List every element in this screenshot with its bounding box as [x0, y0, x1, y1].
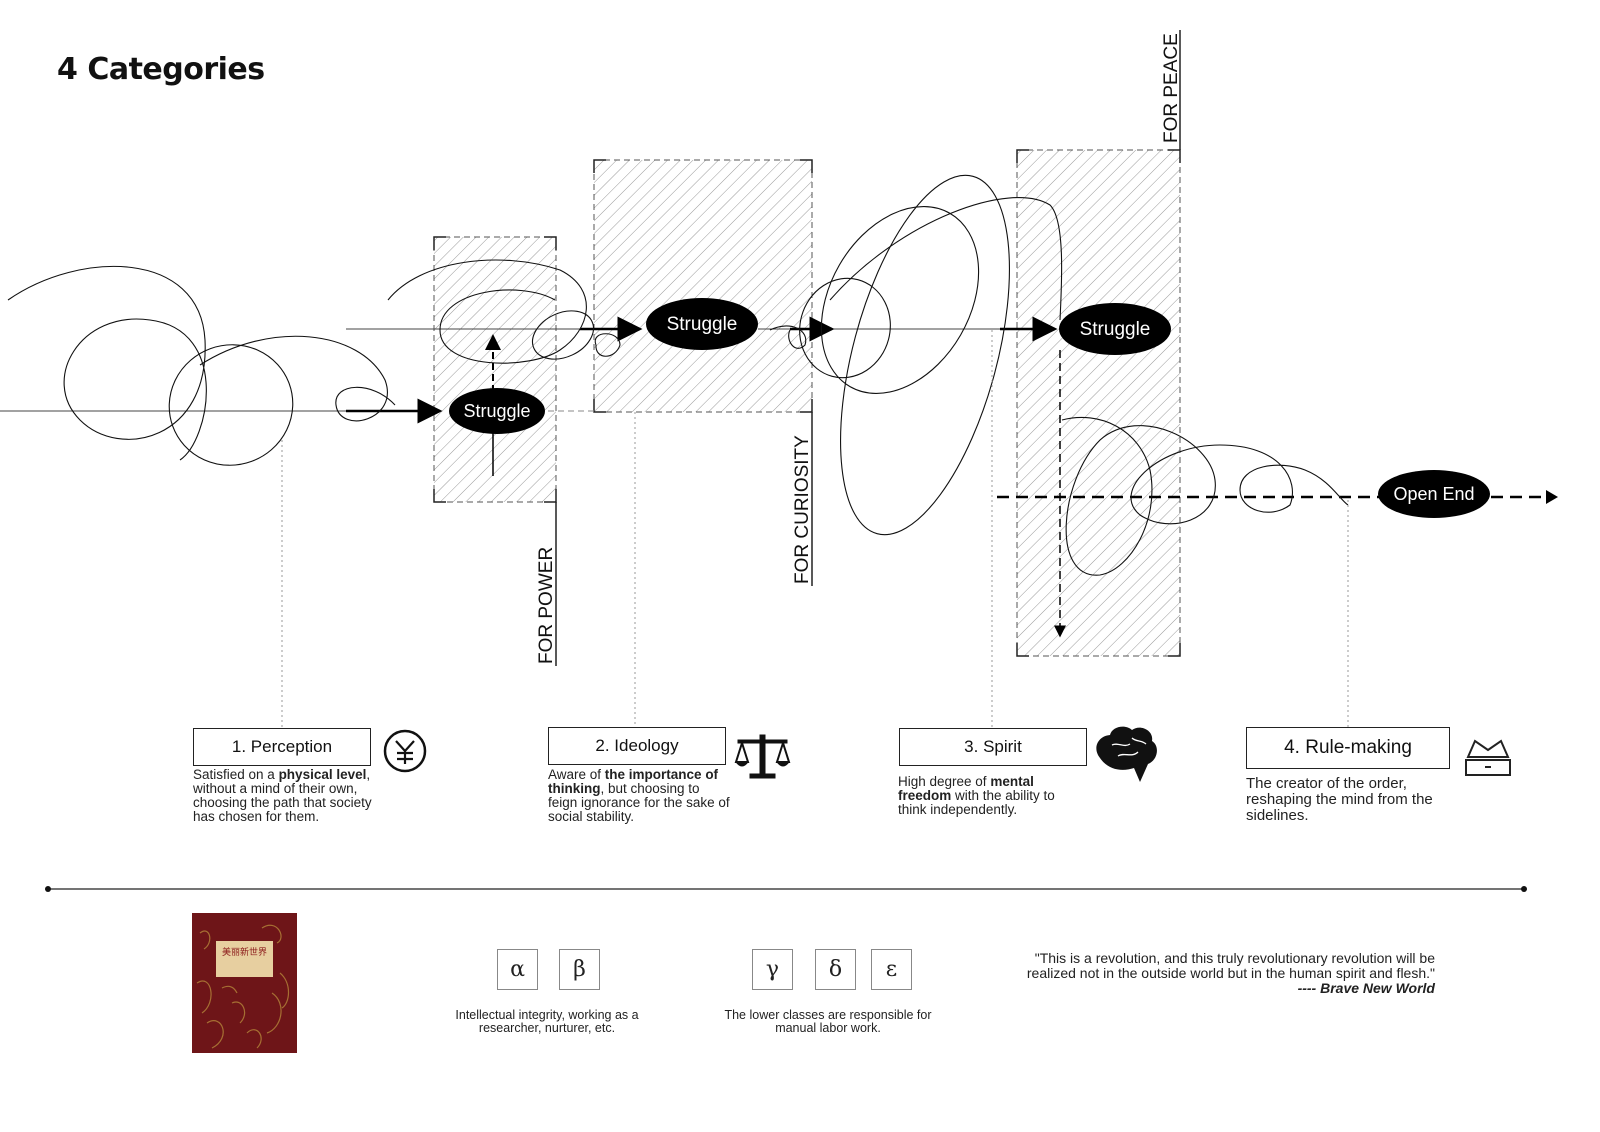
- category-spirit-desc: High degree of mental freedom with the a…: [898, 775, 1078, 817]
- caste-letter: γ: [765, 957, 780, 982]
- open-end-arrowhead: [1546, 490, 1558, 504]
- page-title: 4 Categories: [57, 52, 265, 87]
- leader-lines: [281, 330, 1349, 728]
- quote-text: "This is a revolution, and this truly re…: [1026, 950, 1435, 981]
- caste-letter: δ: [828, 957, 843, 982]
- node-struggle-2: Struggle: [646, 298, 758, 350]
- zone-power: [433, 236, 557, 503]
- category-perception: 1. Perception: [193, 728, 371, 766]
- label-for-power: FOR POWER: [536, 547, 557, 664]
- category-spirit: 3. Spirit: [899, 728, 1087, 766]
- node-open-end-label: Open End: [1393, 484, 1474, 504]
- zone-peace: [1016, 149, 1181, 657]
- scribbles: [7, 174, 1349, 576]
- label-for-peace: FOR PEACE: [1161, 33, 1182, 143]
- desc-text: , without a mind of their own, choosing …: [193, 767, 372, 824]
- category-spirit-label: 3. Spirit: [964, 737, 1022, 756]
- category-ideology: 2. Ideology: [548, 727, 726, 765]
- category-rule-making: 4. Rule-making: [1246, 727, 1450, 769]
- quote-source: ---- Brave New World: [1297, 980, 1435, 996]
- caption-upper-castes: Intellectual integrity, working as a res…: [455, 1008, 639, 1035]
- desc-text: , but choosing to feign ignorance for th…: [548, 781, 730, 824]
- category-rule-making-desc: The creator of the order, reshaping the …: [1246, 775, 1433, 824]
- caste-beta-box: β: [559, 949, 600, 990]
- desc-emphasis: physical level: [278, 767, 367, 782]
- caste-letter: α: [510, 957, 525, 982]
- desc-emphasis: mental freedom: [898, 774, 1034, 803]
- desc-text: Satisfied on a: [193, 767, 279, 782]
- desc-text: High degree of: [898, 774, 991, 789]
- node-struggle-3-label: Struggle: [1080, 319, 1151, 340]
- category-rule-making-label: 4. Rule-making: [1284, 737, 1412, 758]
- desc-text: Aware of: [548, 767, 605, 782]
- desc-emphasis: the importance of thinking: [548, 767, 719, 796]
- caste-letter: β: [573, 957, 586, 982]
- category-ideology-desc: Aware of the importance of thinking, but…: [548, 768, 730, 824]
- node-struggle-2-label: Struggle: [667, 314, 738, 335]
- category-ideology-label: 2. Ideology: [595, 736, 679, 755]
- node-struggle-1: Struggle: [449, 388, 545, 434]
- label-for-curiosity: FOR CURIOSITY: [792, 435, 813, 584]
- book-title: 美丽新世界: [216, 941, 273, 977]
- book-cover-image: 美丽新世界: [192, 913, 297, 1053]
- brain-icon: [1096, 726, 1157, 782]
- caste-epsilon-box: ε: [871, 949, 912, 990]
- caste-delta-box: δ: [815, 949, 856, 990]
- caste-gamma-box: γ: [752, 949, 793, 990]
- crown-icon: [1465, 739, 1511, 776]
- node-struggle-1-label: Struggle: [463, 401, 530, 421]
- caption-lower-castes: The lower classes are responsible for ma…: [724, 1008, 932, 1035]
- separator-line: [45, 886, 1527, 892]
- caste-letter: ε: [885, 957, 898, 982]
- desc-text: with the ability to think independently.: [898, 788, 1055, 817]
- node-struggle-3: Struggle: [1059, 303, 1171, 355]
- yen-coin-icon: [383, 729, 427, 773]
- book-cover-pattern: [196, 924, 290, 1049]
- caste-alpha-box: α: [497, 949, 538, 990]
- zone-curiosity: [593, 159, 813, 413]
- scales-icon: [734, 734, 791, 779]
- node-open-end: Open End: [1378, 470, 1490, 518]
- category-perception-desc: Satisfied on a physical level, without a…: [193, 768, 383, 824]
- quote-block: "This is a revolution, and this truly re…: [985, 951, 1435, 996]
- category-perception-label: 1. Perception: [231, 737, 333, 756]
